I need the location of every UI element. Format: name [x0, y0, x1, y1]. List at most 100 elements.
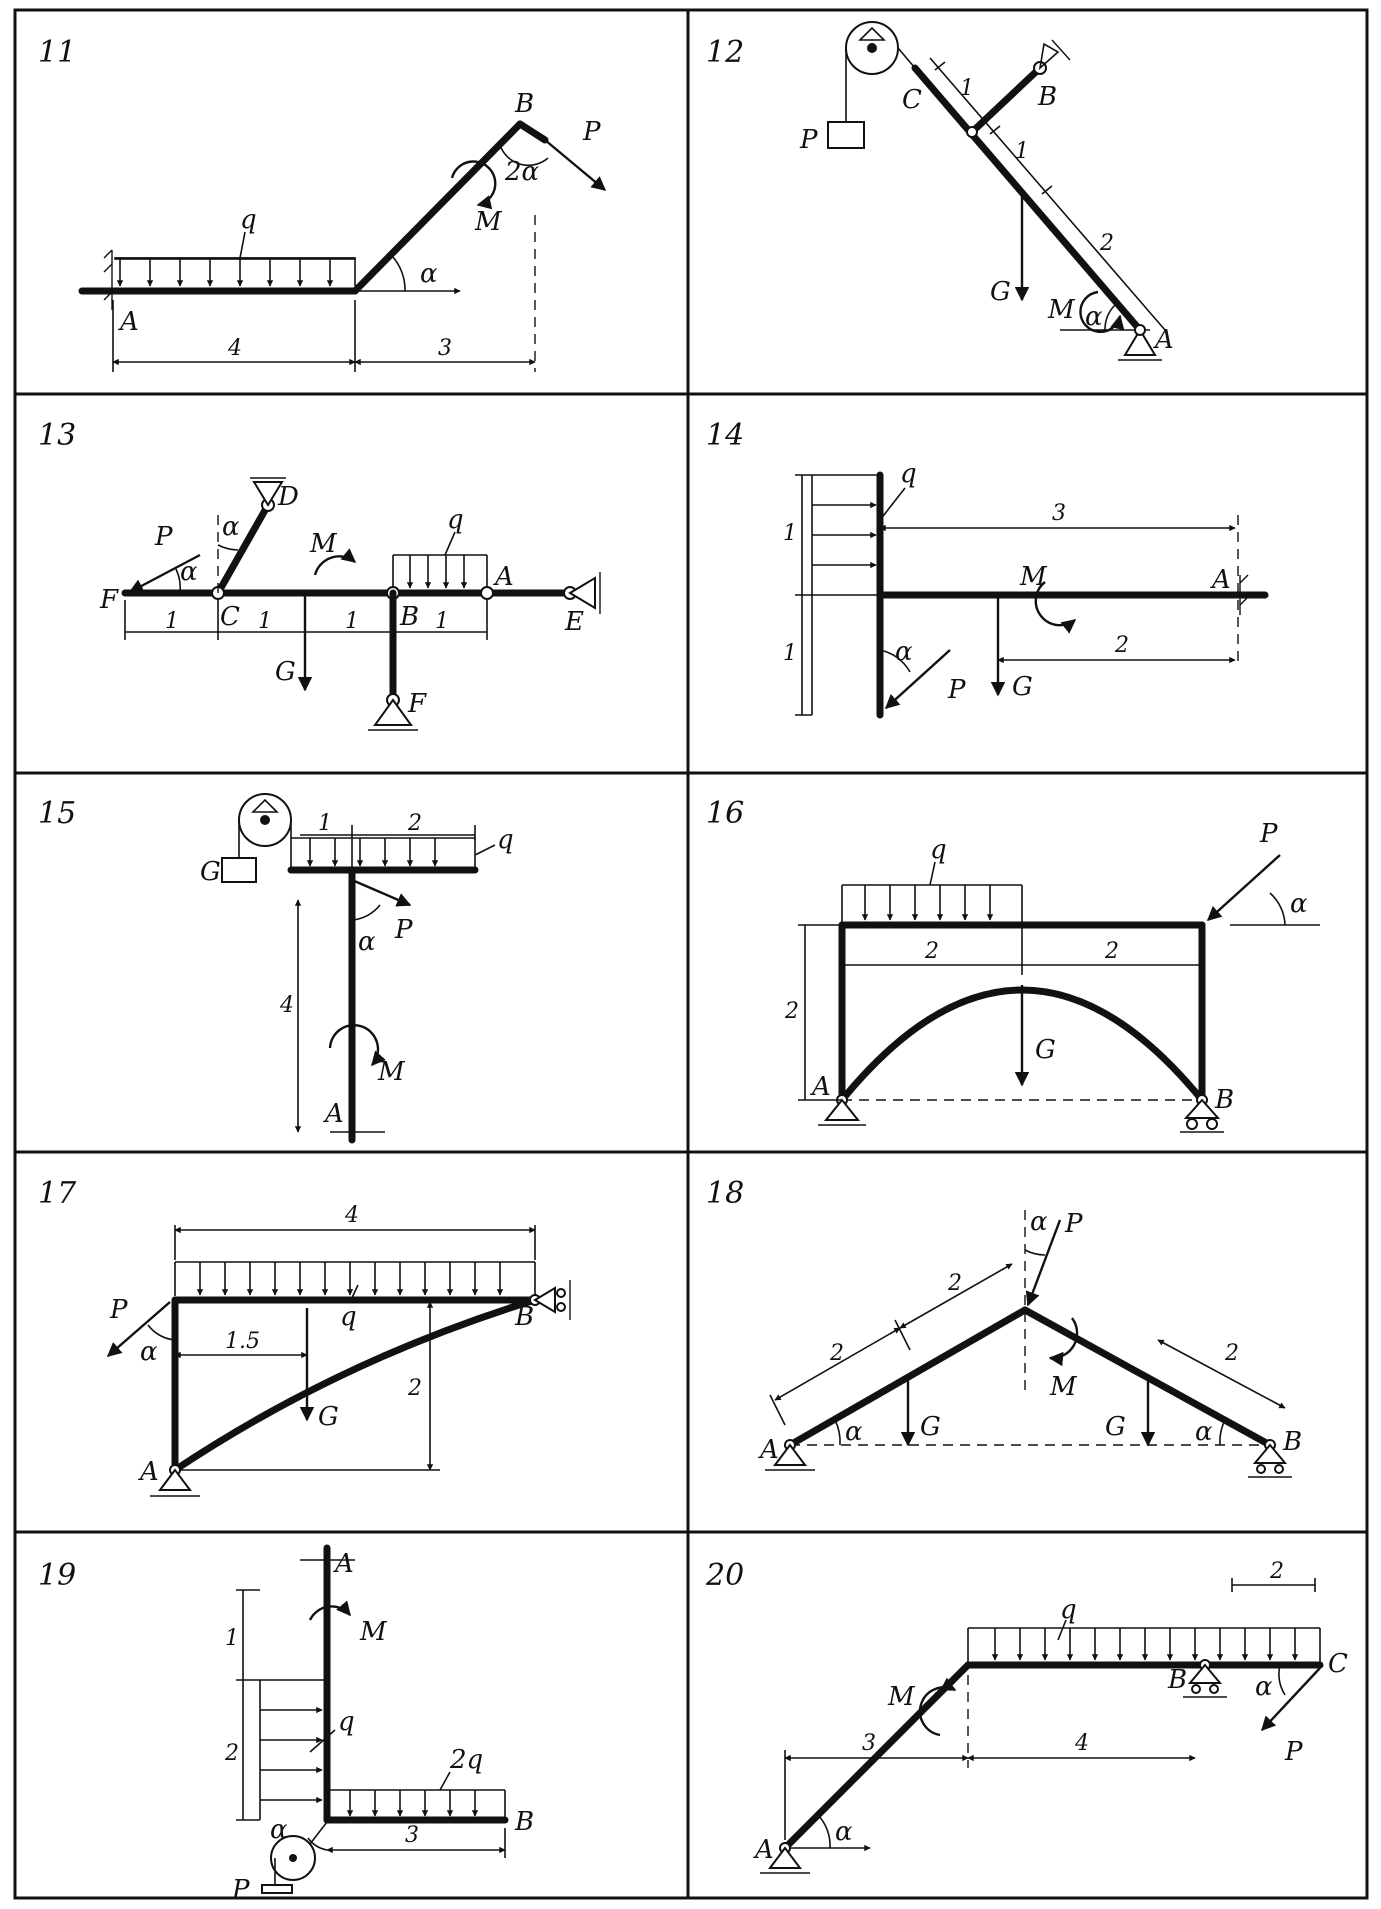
label-C: C — [902, 85, 922, 115]
dim-4: 4 — [279, 993, 294, 1018]
label-q: q — [240, 205, 257, 235]
label-B: B — [1214, 1085, 1234, 1115]
label-P: P — [231, 1875, 250, 1905]
label-alpha: α — [270, 1815, 288, 1845]
panel-number: 20 — [705, 1558, 744, 1593]
label-q: q — [497, 825, 514, 855]
label-P: P — [394, 915, 413, 945]
distributed-load-q — [811, 474, 906, 715]
moment-M — [918, 1677, 957, 1737]
dim-1-upper: 1 — [783, 521, 797, 546]
force-P — [128, 553, 201, 594]
label-q: q — [340, 1302, 357, 1332]
rope — [309, 1821, 328, 1845]
label-B: B — [1282, 1427, 1302, 1457]
dim-2: 2 — [1269, 1559, 1284, 1584]
label-P: P — [582, 117, 601, 147]
rod-CD — [214, 501, 272, 597]
dimension-lines — [784, 1675, 1196, 1840]
label-A: A — [1210, 565, 1231, 595]
label-2alpha: 2α — [504, 157, 540, 187]
dim-1.5: 1.5 — [225, 1329, 260, 1354]
dim-1d: 1 — [435, 609, 449, 634]
beam-tip — [516, 120, 549, 144]
label-A: A — [753, 1835, 774, 1865]
label-alpha-1: α — [180, 557, 198, 587]
dimension-lines — [294, 825, 476, 1133]
distributed-load-q — [841, 861, 1023, 925]
dimension-lines — [124, 600, 488, 640]
distributed-load-q — [174, 1261, 536, 1303]
panel-12: 12 P C B 1 1 2 G M α — [706, 21, 1174, 361]
label-q: q — [900, 459, 917, 489]
distributed-load-q — [967, 1619, 1321, 1665]
label-G: G — [990, 277, 1011, 307]
label-alpha-A: α — [835, 1817, 853, 1847]
pin-support-A — [765, 1439, 815, 1471]
label-alpha: α — [1290, 889, 1308, 919]
moment-M — [450, 160, 497, 210]
label-F-lower: F — [407, 689, 427, 719]
distributed-load-2q — [327, 1771, 506, 1820]
label-alpha: α — [140, 1337, 158, 1367]
weight-P — [827, 121, 865, 149]
label-G: G — [275, 657, 296, 687]
moment-M — [1079, 290, 1125, 333]
label-P: P — [1284, 1737, 1303, 1767]
force-P — [544, 139, 607, 191]
moment-M — [328, 1023, 386, 1067]
dim-2c: 2 — [1224, 1341, 1239, 1366]
beam-inclined — [351, 120, 524, 295]
label-G: G — [200, 857, 221, 887]
label-A: A — [333, 1549, 354, 1579]
curved-member — [171, 1296, 539, 1474]
dim-2a: 2 — [924, 939, 939, 964]
bar-CA — [911, 64, 1144, 334]
label-q: q — [338, 1707, 355, 1737]
label-P: P — [799, 125, 818, 155]
distributed-load-q — [259, 1679, 336, 1820]
label-P: P — [1259, 819, 1278, 849]
dimension-lines — [795, 474, 1239, 716]
panel-14: 14 q A M G α P — [706, 418, 1269, 719]
grid-frame — [13, 8, 1369, 1900]
moment-M — [1048, 1317, 1079, 1367]
dim-2: 2 — [407, 811, 422, 836]
label-A: A — [1153, 325, 1174, 355]
panel-20: 20 q 2 — [705, 1558, 1348, 1874]
dim-2: 2 — [1099, 231, 1114, 256]
roller-support-B — [1248, 1439, 1292, 1478]
label-alpha: α — [1085, 302, 1103, 332]
panel-number: 15 — [38, 796, 76, 831]
label-G-left: G — [920, 1412, 941, 1442]
dim-3: 3 — [405, 1823, 419, 1848]
fixed-support-A — [103, 249, 113, 310]
pin-support-A — [1118, 324, 1162, 361]
moment-M — [1034, 581, 1077, 634]
pin-support-F — [368, 698, 418, 731]
moment-M — [313, 548, 357, 576]
panel-number: 19 — [38, 1558, 76, 1593]
label-q: q — [447, 505, 464, 535]
dim-2: 2 — [1114, 633, 1129, 658]
dim-1a: 1 — [165, 609, 179, 634]
fixed-support-A — [1239, 574, 1249, 615]
label-M: M — [1047, 295, 1076, 325]
pin-support-E — [568, 572, 601, 614]
distributed-load-q — [291, 837, 496, 870]
dim-2: 2 — [224, 1741, 239, 1766]
panel-number: 17 — [38, 1176, 77, 1211]
panel-number: 16 — [706, 796, 744, 831]
dim-2a: 2 — [829, 1341, 844, 1366]
pin-support-A — [150, 1464, 200, 1497]
dim-3: 3 — [1052, 501, 1066, 526]
label-B: B — [1167, 1665, 1187, 1695]
roller-support-B — [529, 1280, 571, 1320]
dim-1b: 1 — [258, 609, 272, 634]
left-rafter — [786, 1306, 1029, 1449]
dim-2-vertical: 2 — [784, 999, 799, 1024]
panel-number: 13 — [38, 418, 76, 453]
label-M: M — [359, 1617, 388, 1647]
roller-support-B — [1183, 1659, 1227, 1698]
